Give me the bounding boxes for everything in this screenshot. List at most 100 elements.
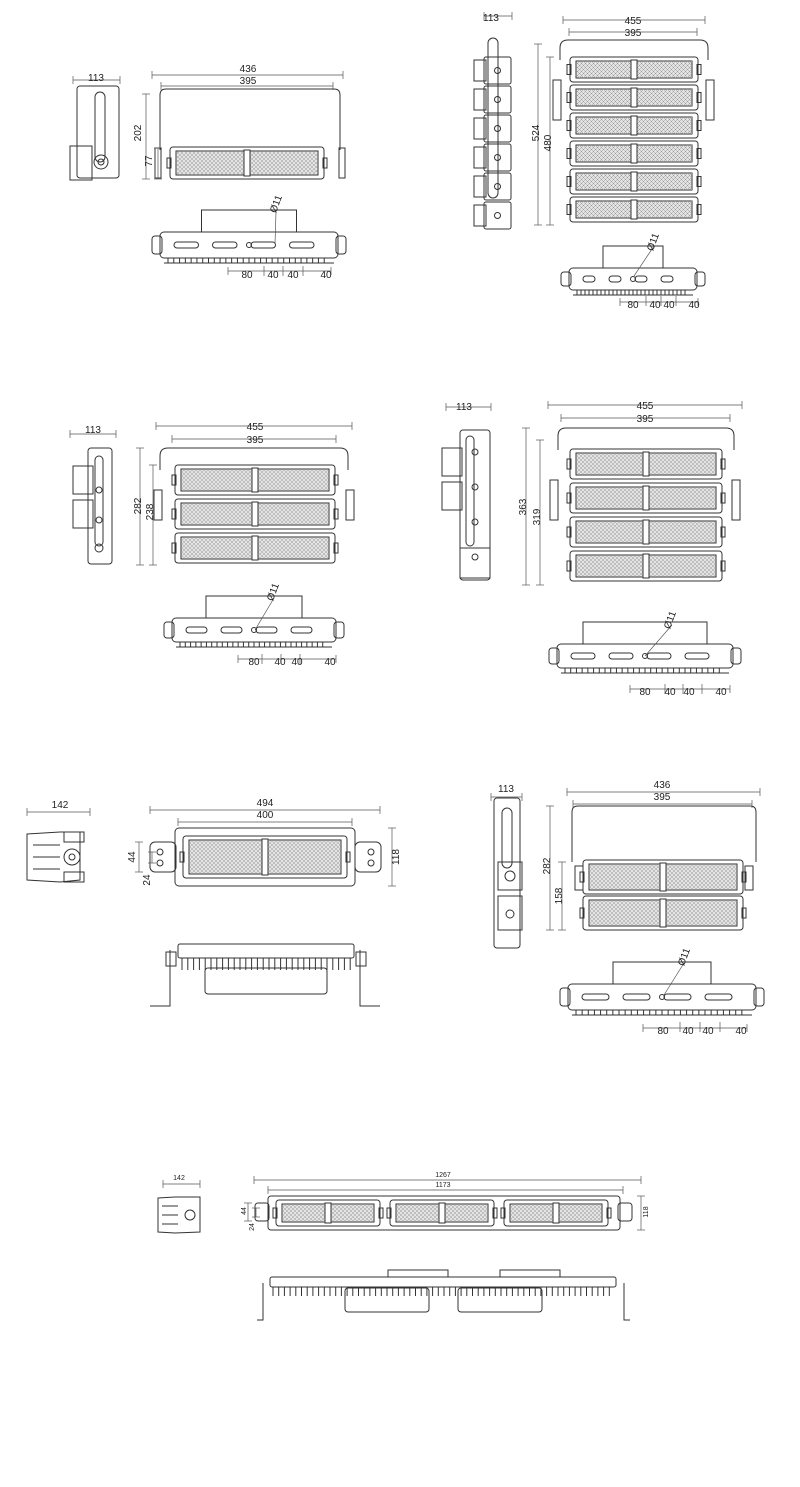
hatch-line (701, 562, 717, 578)
hatch-line (682, 899, 710, 927)
hatch-line (322, 484, 330, 492)
hatch-line (575, 554, 585, 564)
hatch-line (318, 839, 342, 863)
hatch-line (666, 116, 685, 135)
hatch-line (701, 528, 717, 544)
hatch-line (709, 570, 717, 578)
hatch-line (202, 502, 226, 526)
hatch-line (188, 849, 214, 875)
hatch-line (588, 863, 602, 877)
hatch-line (326, 488, 330, 492)
hatch-line (606, 144, 625, 163)
hatch-line (621, 520, 645, 544)
hatch-line (582, 88, 601, 107)
hatch-line (588, 869, 610, 891)
hatch-line (575, 486, 597, 508)
hatch-line (678, 64, 693, 79)
hatch-line (186, 468, 210, 492)
hatch-line (690, 88, 693, 91)
mounting-slot (250, 241, 276, 249)
d2-bottom-2: 40 (663, 300, 675, 311)
hatch-line (298, 536, 322, 560)
hatch-line (686, 116, 693, 123)
hatch-line (678, 899, 706, 927)
hatch-line (281, 1209, 295, 1223)
hatch-line (322, 468, 330, 476)
module-clip (696, 120, 702, 131)
hatch-line (614, 144, 633, 163)
hatch-line (730, 883, 738, 891)
hatch-line (278, 839, 314, 875)
hatch-line (575, 554, 597, 576)
drawing-7-labels: 142 1267 1173 44 24 118 (173, 1172, 650, 1231)
module-clip (566, 526, 572, 538)
module-clip (566, 92, 572, 103)
hatch-line (593, 554, 617, 578)
hatch-line (270, 502, 294, 526)
hatch-line (586, 144, 605, 163)
hatch-line (182, 502, 206, 526)
mounting-hole (659, 994, 665, 1000)
hatch-line (590, 200, 609, 219)
hatch-line (642, 116, 661, 135)
hatch-line (578, 116, 597, 135)
hatch-line (614, 200, 633, 219)
hatch-line (622, 863, 650, 891)
hatch-line (473, 1203, 489, 1219)
hatch-line (575, 458, 593, 476)
hatch-line (646, 144, 665, 163)
hatch-line (590, 60, 609, 79)
hatch-line (606, 60, 625, 79)
hatch-line (290, 502, 314, 526)
hatch-line (618, 899, 646, 927)
hatch-line (654, 863, 682, 891)
d7-height-right: 118 (643, 1206, 650, 1217)
hatch-line (194, 536, 218, 560)
hatch-line (180, 468, 202, 490)
hatch-line (598, 200, 617, 219)
hatch-line (314, 544, 330, 560)
base-plate (567, 983, 757, 1011)
hatch-line (575, 538, 581, 544)
hatch-line (594, 200, 613, 219)
hatch-line (180, 486, 186, 492)
hatch-line (617, 554, 641, 578)
d3-bottom-0: 80 (248, 657, 260, 668)
d4-side-width: 113 (456, 402, 472, 413)
mounting-hole (251, 627, 257, 633)
hatch-line (658, 116, 677, 135)
hatch-line (218, 502, 242, 526)
module-clip (333, 508, 339, 520)
d3-height-module: 238 (145, 503, 156, 520)
hatch-line (222, 502, 246, 526)
d2-bottom-1: 40 (649, 300, 661, 311)
hatch-line (666, 144, 685, 163)
hatch-line (226, 468, 250, 492)
hatch-line (605, 520, 629, 544)
hatch-line (654, 172, 673, 191)
hatch-line (599, 1219, 603, 1223)
hatch-line (705, 486, 717, 498)
hatch-line (650, 116, 669, 135)
hatch-line (198, 536, 222, 560)
d6-bottom-3: 40 (735, 1026, 747, 1037)
hatch-line (602, 60, 621, 79)
hatch-line (694, 863, 722, 891)
hatch-line (678, 88, 693, 103)
hatch-line (686, 863, 714, 891)
hatch-line (258, 468, 282, 492)
hatch-line (281, 1203, 299, 1221)
hatch-line (575, 526, 593, 544)
hatch-line (713, 472, 717, 476)
d6-height-total: 282 (542, 857, 553, 874)
base-plate (159, 231, 339, 259)
hatch-line (575, 530, 589, 544)
hatch-line (634, 144, 653, 163)
leader-line (633, 245, 655, 277)
side-bracket-block (473, 146, 487, 169)
hatch-line (180, 482, 190, 492)
mount-foot-left (149, 841, 177, 873)
hatch-line (602, 863, 630, 891)
hatch-line (673, 520, 697, 544)
adjust-knob (93, 154, 109, 170)
